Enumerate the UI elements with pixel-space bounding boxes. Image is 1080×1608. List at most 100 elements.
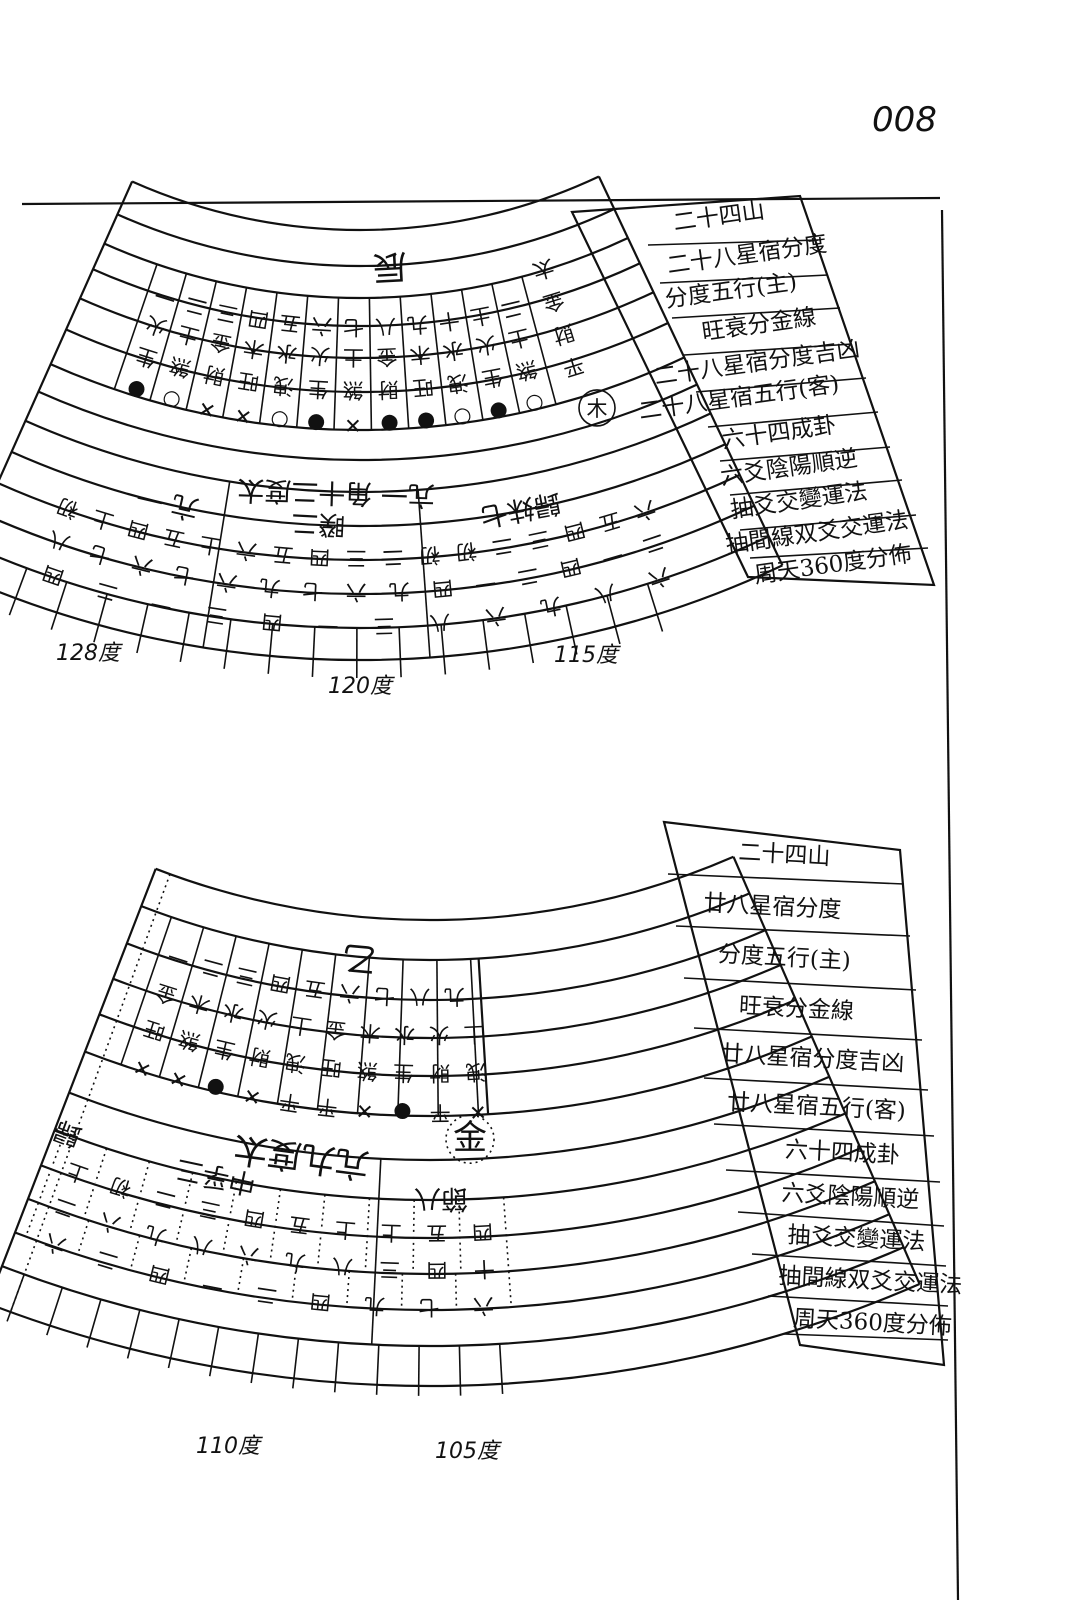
bottom-yao-cell: 二 bbox=[152, 1185, 178, 1213]
bottom-yao-cell: 八 bbox=[189, 1232, 215, 1260]
bottom-num-cell: 九 bbox=[444, 984, 466, 1009]
bottom-yao-cell: 六 bbox=[472, 1293, 494, 1318]
top-ring-9 bbox=[11, 443, 726, 528]
top-mark-cell: ✕ bbox=[233, 403, 254, 429]
bottom-ring-7 bbox=[54, 1112, 846, 1202]
bottom-degree-tick bbox=[250, 1333, 260, 1384]
top-right-edge bbox=[597, 176, 784, 566]
top-element-cell: 水 bbox=[441, 337, 465, 364]
bottom-legend-line bbox=[667, 873, 905, 885]
bottom-element-circle-char: 金 bbox=[453, 1118, 487, 1158]
top-legend-line bbox=[647, 239, 819, 246]
top-degree-tick bbox=[223, 619, 232, 669]
top-element-cell: 火 bbox=[143, 311, 170, 340]
bottom-degree-tick bbox=[46, 1287, 64, 1336]
bottom-num-cell: 三 bbox=[233, 962, 259, 990]
bottom-col-line bbox=[197, 936, 237, 1088]
bottom-ring-3 bbox=[112, 963, 782, 1040]
bottom-element-cell: 金 bbox=[324, 1017, 348, 1043]
bottom-legend-line bbox=[693, 1027, 923, 1041]
bottom-yao-cell: 三 bbox=[197, 1196, 223, 1224]
bottom-legend-line bbox=[767, 1295, 949, 1307]
top-yao-cell: 二 bbox=[516, 563, 541, 590]
bottom-ring-10 bbox=[14, 1213, 890, 1312]
bottom-yao-divider bbox=[24, 1202, 40, 1237]
top-left-edge bbox=[0, 181, 134, 481]
bottom-mark-cell: ● bbox=[393, 1100, 412, 1125]
top-col-line bbox=[113, 264, 158, 390]
top-hex-divider bbox=[417, 489, 431, 658]
top-fortune-cell: 洩 bbox=[446, 370, 470, 397]
top-yao-cell: 四 bbox=[260, 609, 283, 635]
bottom-yao-cell: 四 bbox=[426, 1258, 447, 1282]
bottom-legend-line bbox=[703, 1077, 929, 1091]
top-fortune-cell: 煞 bbox=[514, 356, 540, 384]
top-legend-item: 二十八星宿分度 bbox=[665, 231, 828, 279]
top-col-line bbox=[258, 292, 278, 424]
top-yao-cell: 六 bbox=[646, 563, 674, 592]
bottom-col-line bbox=[236, 943, 270, 1097]
bottom-yao-divider bbox=[412, 1199, 415, 1236]
top-element-cell: 火 bbox=[309, 343, 331, 368]
bottom-yao-divider bbox=[508, 1271, 513, 1308]
top-element-cell: 火 bbox=[474, 331, 499, 358]
top-degree-tick bbox=[136, 604, 149, 654]
bottom-legend-item: 抽爻交變運法 bbox=[787, 1222, 926, 1255]
bottom-yao-cell: 四 bbox=[471, 1219, 493, 1244]
bottom-col-right-double bbox=[477, 958, 490, 1115]
top-yao-cell: 二 bbox=[382, 545, 404, 570]
top-yao-cell: 一 bbox=[599, 542, 626, 571]
top-yao-cell: 上 bbox=[89, 505, 116, 534]
bottom-fortune-cell: 生 bbox=[211, 1035, 237, 1063]
top-mark-cell: ● bbox=[380, 412, 399, 437]
bottom-yao-cell: 三 bbox=[379, 1257, 401, 1282]
top-ring-3 bbox=[92, 262, 641, 328]
top-yao-cell: 三 bbox=[204, 602, 228, 629]
top-ring-10 bbox=[0, 473, 741, 562]
bottom-element-cell: 土 bbox=[463, 1021, 485, 1046]
top-yao-cell: 九 bbox=[258, 575, 281, 601]
bottom-ring-4 bbox=[99, 998, 797, 1078]
top-yao-cell: 初 bbox=[418, 542, 441, 568]
top-num-cell: 一 bbox=[152, 282, 179, 311]
bottom-yao-divider bbox=[37, 1168, 53, 1203]
bottom-degree-tick bbox=[375, 1344, 380, 1395]
top-legend-line bbox=[683, 343, 853, 356]
bottom-legend-line bbox=[783, 1333, 949, 1341]
top-legend-line bbox=[719, 446, 891, 462]
bottom-yao-cell: 十 bbox=[473, 1256, 495, 1281]
bottom-legend-item: 廿八星宿分度吉凶 bbox=[720, 1041, 905, 1077]
bottom-legend-item: 旺衰分金線 bbox=[738, 993, 854, 1025]
top-ring-6 bbox=[50, 356, 685, 432]
top-fortune-cell: 生 bbox=[133, 343, 160, 372]
page-number: 008 bbox=[872, 100, 937, 140]
top-yao-cell: 八 bbox=[592, 579, 618, 608]
bottom-yao-divider bbox=[502, 1197, 507, 1234]
bottom-yao-divider bbox=[291, 1265, 298, 1302]
bottom-element-cell: 水 bbox=[394, 1022, 416, 1047]
top-ring-8 bbox=[24, 412, 712, 494]
top-yao-cell: 七 bbox=[87, 540, 114, 569]
bottom-yao-divider bbox=[182, 1247, 193, 1284]
top-element-cell: 水 bbox=[275, 340, 298, 366]
bottom-ring-8 bbox=[40, 1147, 861, 1240]
top-yao-cell: 六 bbox=[129, 551, 155, 579]
top-col-line bbox=[399, 296, 410, 429]
bottom-degree-tick bbox=[498, 1343, 504, 1394]
top-yao-cell: 一 bbox=[317, 613, 339, 638]
top-side-label: 太 bbox=[530, 255, 557, 284]
top-yao-cell: 七 bbox=[172, 561, 197, 589]
top-mark-cell: ○ bbox=[523, 390, 546, 418]
top-side-label: 金 bbox=[540, 287, 567, 316]
bottom-legend-line bbox=[683, 977, 917, 991]
bottom-yao-cell: 五 bbox=[288, 1212, 312, 1238]
top-degree-tick bbox=[606, 595, 621, 645]
top-fortune-cell: 財 bbox=[201, 361, 226, 389]
bottom-legend-line bbox=[725, 1169, 941, 1183]
top-legend-line bbox=[671, 307, 841, 319]
bottom-yao-cell: 八 bbox=[331, 1254, 354, 1280]
bottom-num-cell: 四 bbox=[268, 970, 293, 997]
top-degree-tick bbox=[565, 605, 578, 655]
bottom-legend-item: 六爻陰陽順逆 bbox=[781, 1180, 920, 1213]
